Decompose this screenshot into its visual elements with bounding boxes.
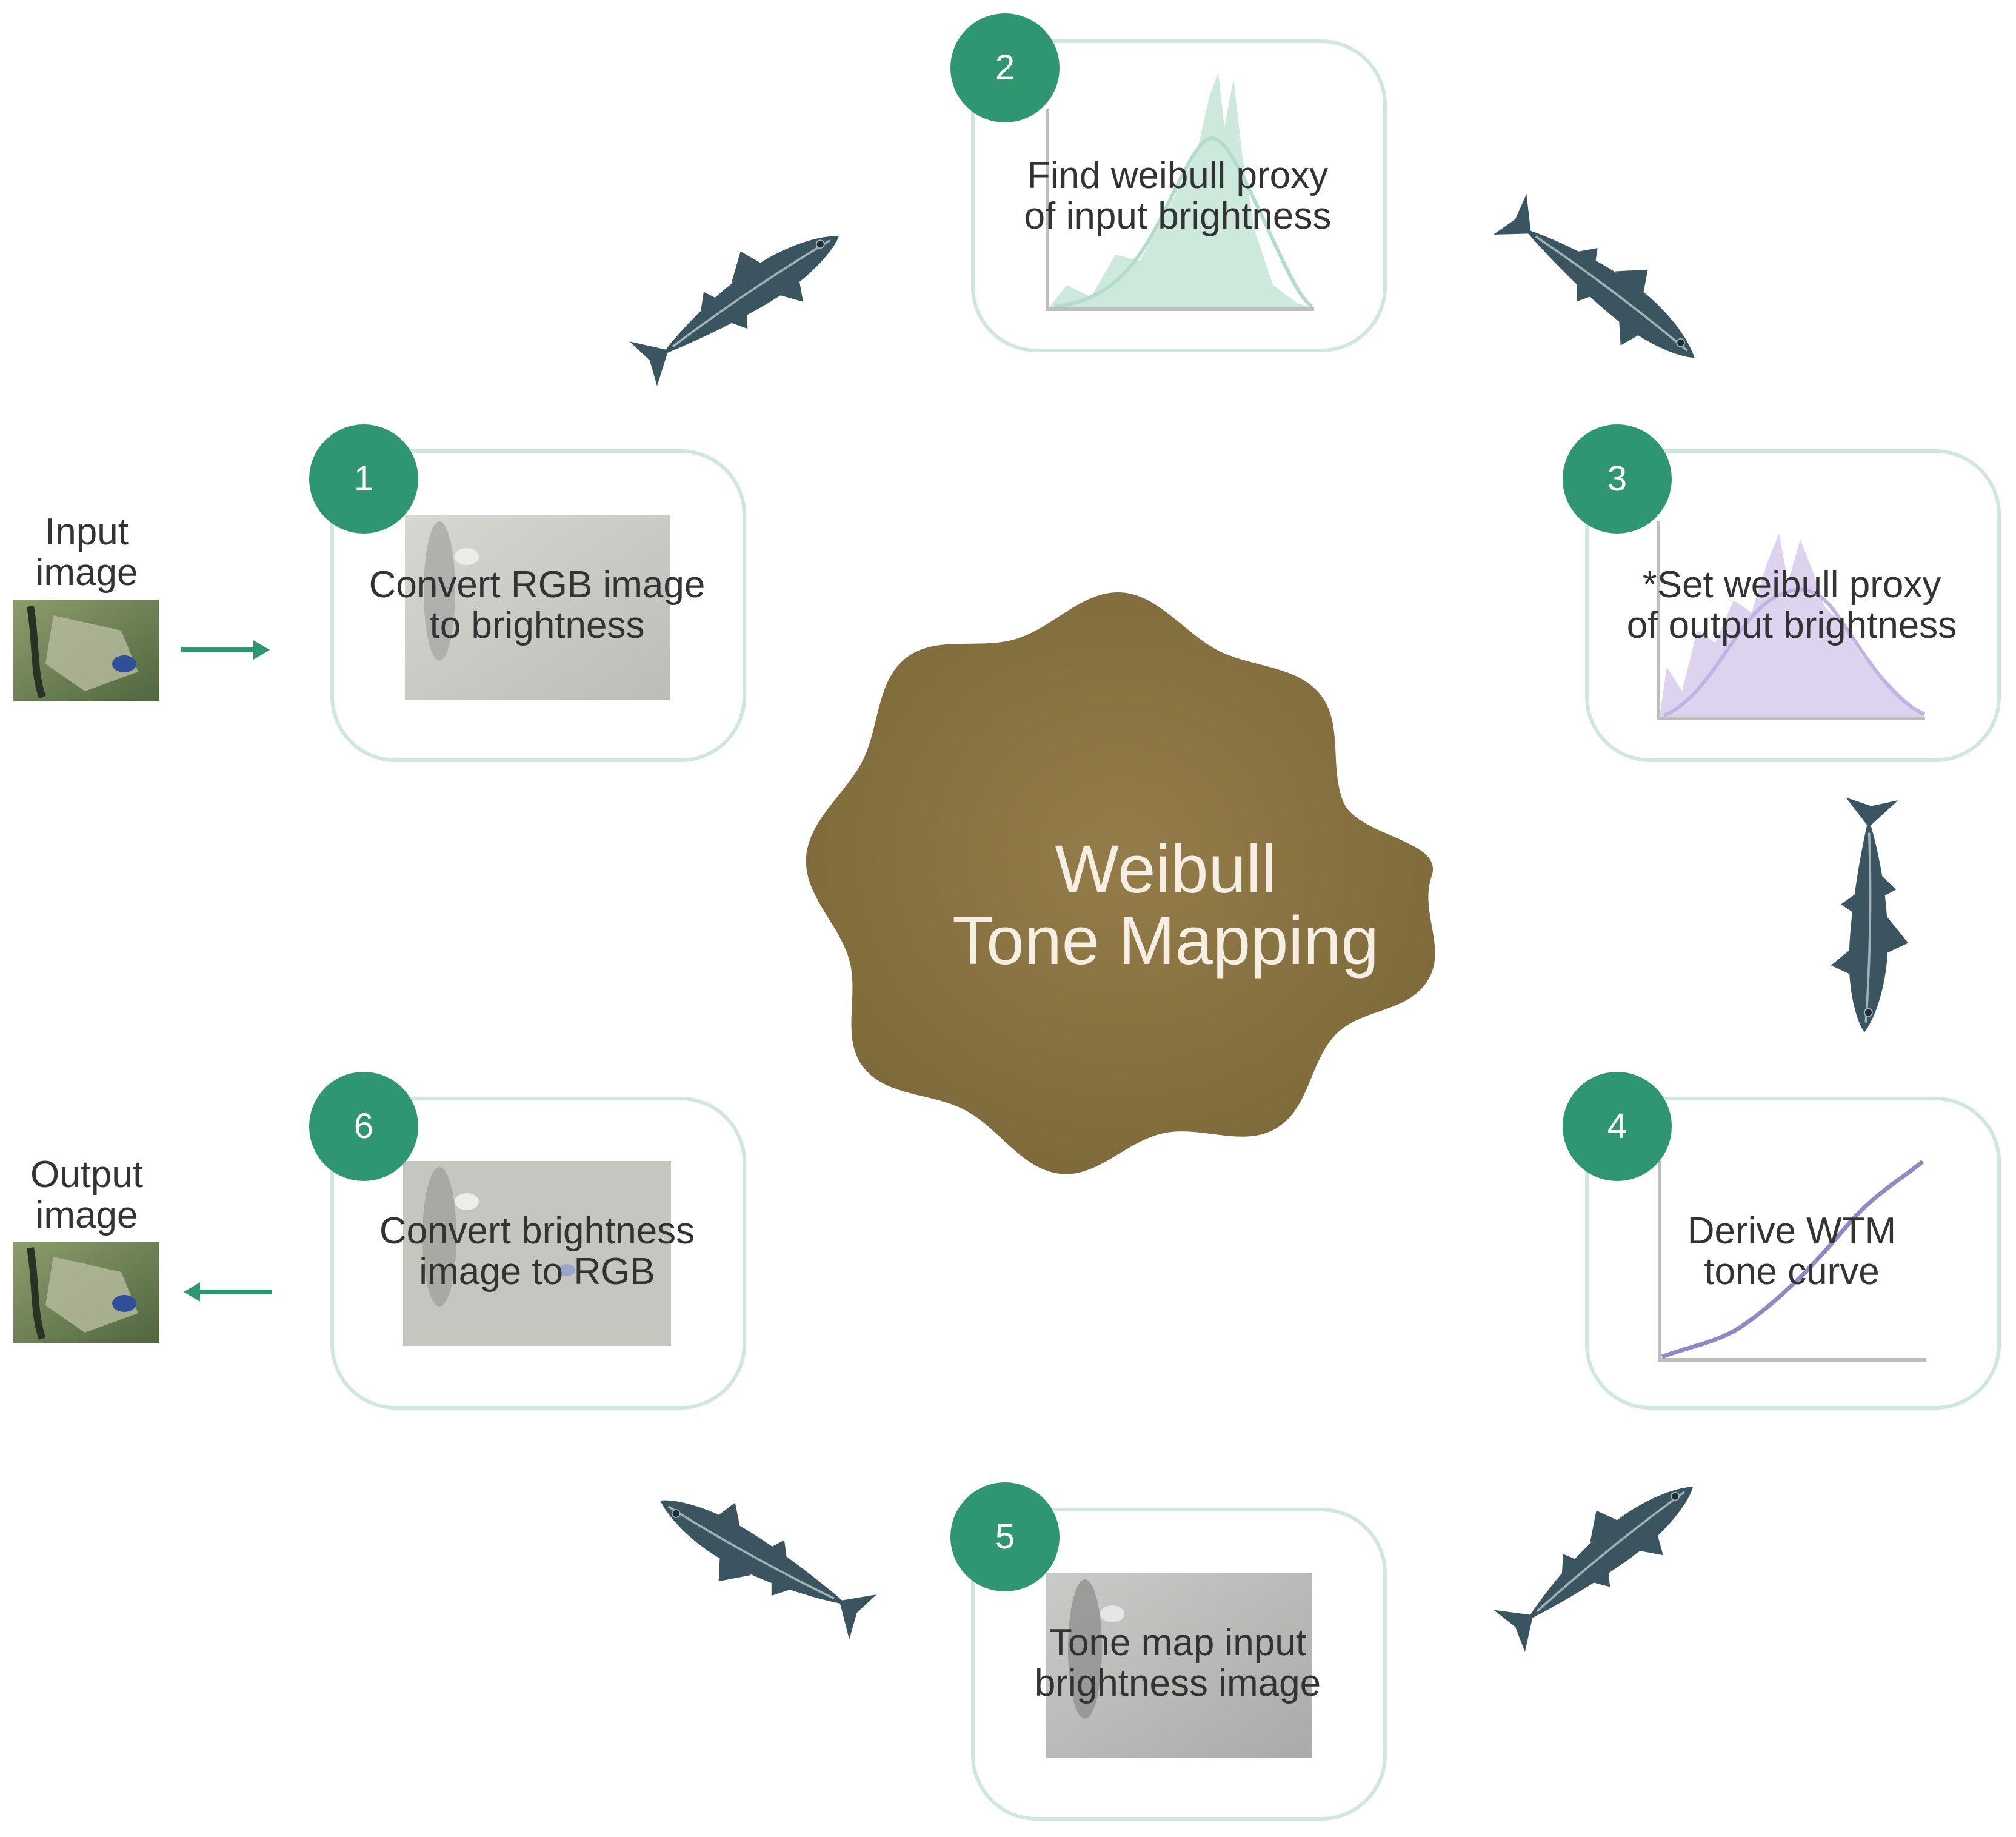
step-4-card xyxy=(1585,1097,2001,1410)
fish-icon xyxy=(638,1468,883,1655)
step-6-number: 6 xyxy=(353,1106,374,1146)
input-image-thumbnail xyxy=(13,600,159,701)
step-1-brightness-image xyxy=(405,515,670,700)
step-1-number-badge xyxy=(309,424,418,534)
step-3-number: 3 xyxy=(1607,459,1627,498)
step-3-output-histogram xyxy=(1657,521,1926,720)
center-badge xyxy=(806,592,1435,1174)
step-6-text: Convert brightness image to RGB xyxy=(379,1210,695,1293)
step-3-number-badge xyxy=(1563,424,1672,534)
left-arrow-icon xyxy=(184,1282,272,1302)
step-5-number-badge xyxy=(950,1482,1060,1591)
step-4-tone-curve xyxy=(1658,1160,1926,1362)
step-4-number: 4 xyxy=(1607,1106,1627,1146)
step-1-number: 1 xyxy=(353,459,374,498)
fish-icon xyxy=(1827,795,1915,1036)
diagram-title: Weibull Tone Mapping xyxy=(952,831,1379,979)
step-5-number: 5 xyxy=(995,1517,1015,1556)
step-4-text: Derive WTM tone curve xyxy=(1687,1210,1897,1293)
step-6-rgb-image xyxy=(403,1161,671,1346)
output-image-thumbnail xyxy=(13,1242,159,1343)
fish-icon xyxy=(1486,180,1721,387)
output-image-label: Output image xyxy=(30,1154,144,1236)
step-6-number-badge xyxy=(309,1072,418,1181)
step-2-number-badge xyxy=(950,13,1060,122)
step-5-tonemapped-image xyxy=(1046,1573,1312,1758)
step-2-text: Find weibull proxy of input brightness xyxy=(1024,155,1332,237)
step-4-number-badge xyxy=(1563,1072,1672,1181)
step-5-text: Tone map input brightness image xyxy=(1034,1622,1321,1704)
step-2-number: 2 xyxy=(995,48,1015,87)
input-image-label: Input image xyxy=(35,511,138,594)
fish-icon xyxy=(619,201,859,395)
fish-icon xyxy=(1482,1453,1717,1661)
step-3-text: *Set weibull proxy of output brightness xyxy=(1626,564,1957,646)
right-arrow-icon xyxy=(181,640,270,660)
step-2-input-histogram xyxy=(1046,73,1314,311)
step-1-text: Convert RGB image to brightness xyxy=(369,564,706,646)
